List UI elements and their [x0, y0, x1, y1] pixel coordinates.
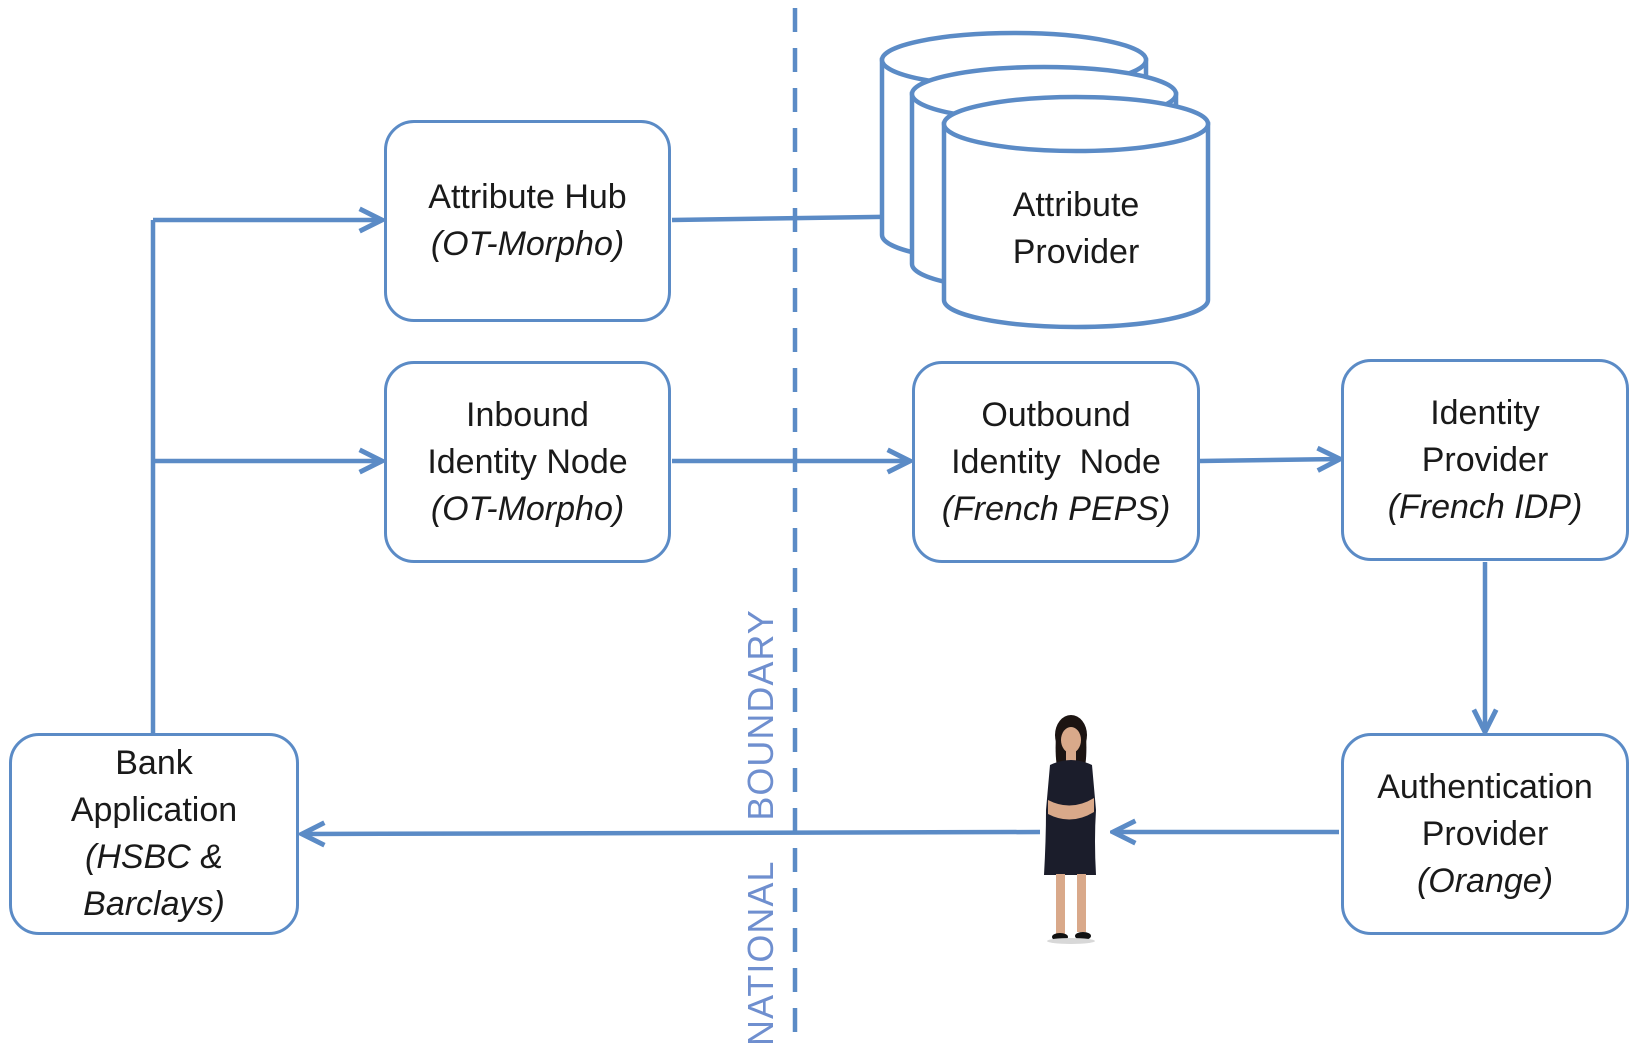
- identity-provider-node: Identity Provider (French IDP): [1341, 359, 1629, 561]
- identity-provider-line1: Identity: [1430, 393, 1540, 432]
- attribute-hub-title: Attribute Hub: [428, 178, 627, 216]
- bank-application-line2: Application: [70, 791, 238, 829]
- national-boundary-label: NATIONAL BOUNDARY: [740, 609, 782, 1046]
- outbound-node-line2: Identity Node: [951, 442, 1161, 481]
- inbound-node-subtitle: (OT-Morpho): [430, 489, 625, 528]
- inbound-identity-node: Inbound Identity Node (OT-Morpho): [384, 361, 671, 563]
- boundary-word-national: NATIONAL: [740, 860, 781, 1046]
- outbound-node-line1: Outbound: [981, 395, 1131, 434]
- authentication-provider-node: Authentication Provider (Orange): [1341, 733, 1629, 935]
- attribute-provider-line2: Provider: [1012, 233, 1140, 271]
- outbound-node-subtitle: (French PEPS): [941, 489, 1171, 528]
- arrow-outbound-to-identity-provider: [1199, 459, 1340, 461]
- attribute-provider-line1: Attribute: [1012, 186, 1140, 224]
- attribute-provider-database-icon: [879, 30, 1211, 330]
- authentication-provider-line1: Authentication: [1377, 767, 1593, 806]
- attribute-provider-label: Attribute Provider: [944, 182, 1208, 276]
- bank-application-subtitle-1: (HSBC &: [85, 838, 223, 876]
- boundary-word-boundary: BOUNDARY: [740, 609, 781, 821]
- attribute-hub-subtitle: (OT-Morpho): [430, 225, 625, 263]
- authentication-provider-line2: Provider: [1421, 814, 1549, 853]
- person-standing-icon: [1044, 715, 1096, 944]
- attribute-hub-node: Attribute Hub (OT-Morpho): [384, 120, 671, 322]
- identity-provider-line2: Provider: [1421, 440, 1549, 479]
- arrow-user-to-bank: [302, 832, 1041, 834]
- bank-application-subtitle-2: Barclays): [83, 885, 225, 923]
- inbound-node-line2: Identity Node: [427, 442, 628, 481]
- bank-application-node: Bank Application (HSBC & Barclays): [9, 733, 299, 935]
- outbound-identity-node: Outbound Identity Node (French PEPS): [912, 361, 1200, 563]
- authentication-provider-subtitle: (Orange): [1416, 861, 1554, 900]
- inbound-node-line1: Inbound: [466, 395, 589, 434]
- bank-application-line1: Bank: [115, 744, 193, 782]
- identity-provider-subtitle: (French IDP): [1387, 487, 1583, 526]
